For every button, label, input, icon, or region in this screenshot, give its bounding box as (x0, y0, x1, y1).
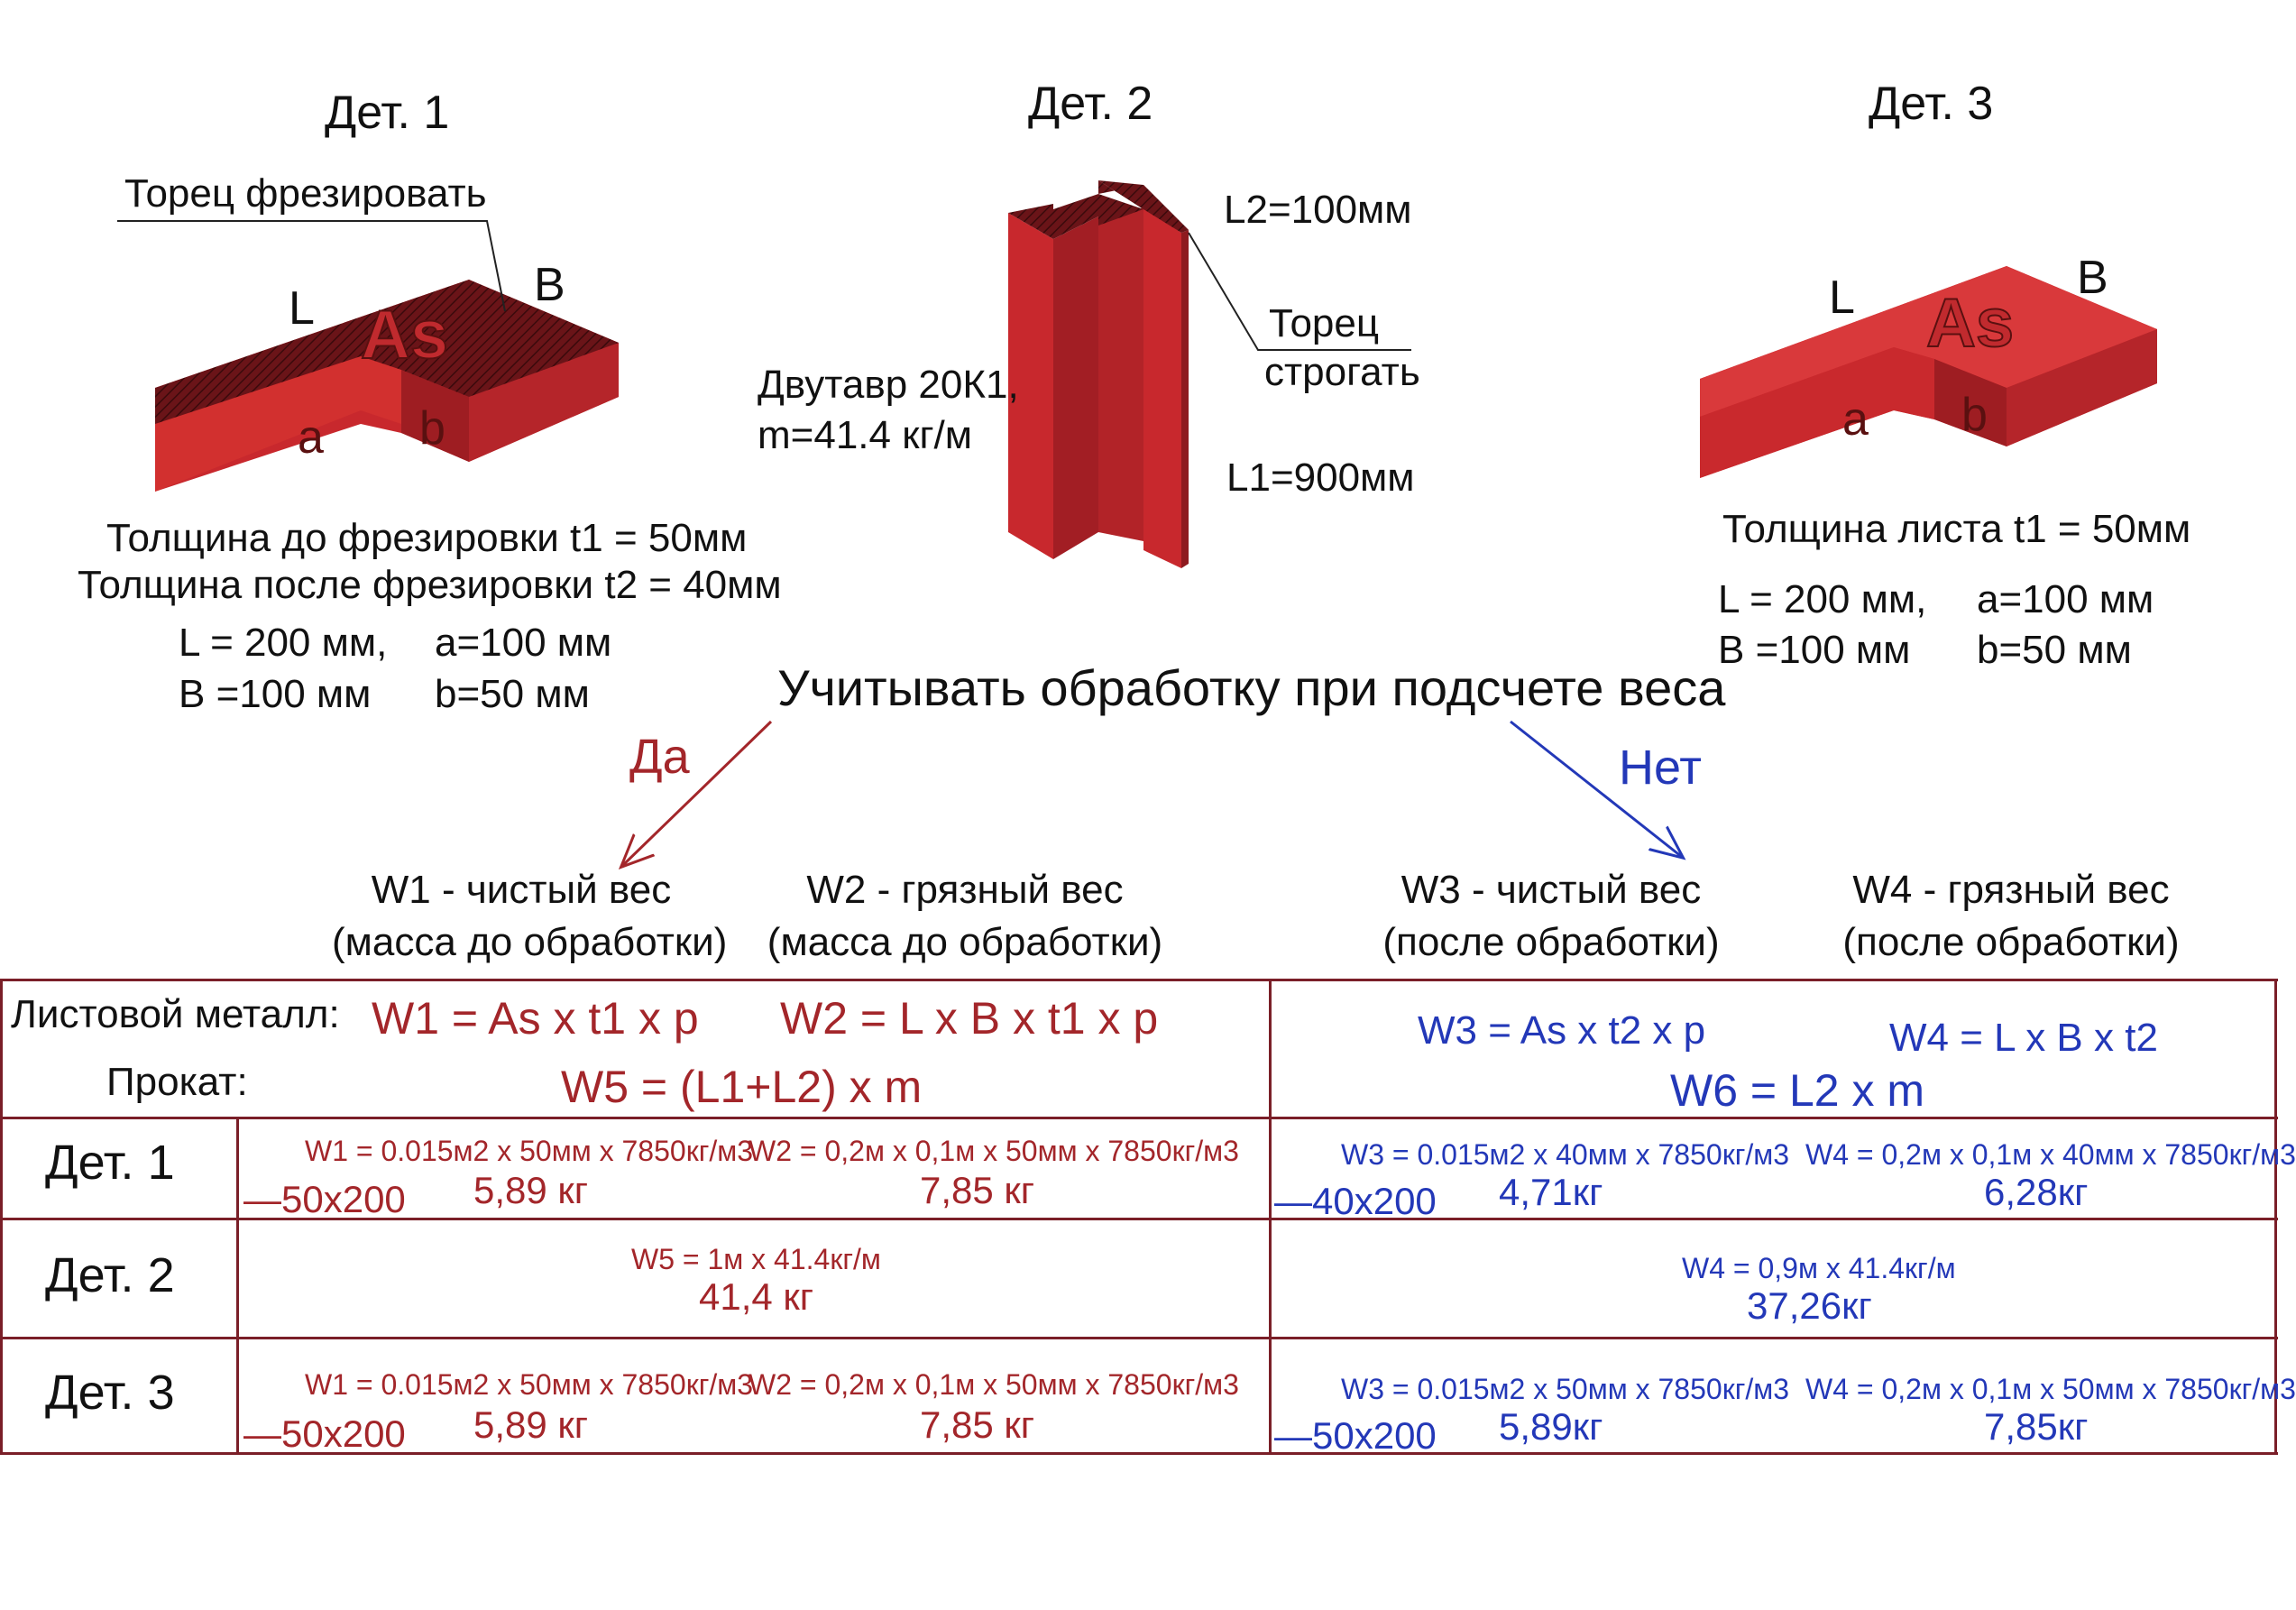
row1-w4-calc: W4 = 0,2м x 0,1м x 40мм x 7850кг/м3 (1805, 1138, 2296, 1171)
part2-beam-name: Двутавр 20К1, (758, 363, 1019, 407)
formula-w2: W2 = L x B x t1 x p (780, 993, 1159, 1044)
part1-plate-shape (117, 220, 619, 492)
w4-note: (после обработки) (1842, 920, 2180, 964)
part1-label-As: As (360, 296, 449, 374)
row1-w1-value: 5,89 кг (473, 1169, 589, 1211)
row1-w3-value: 4,71кг (1499, 1171, 1603, 1213)
row1-w2-value: 7,85 кг (920, 1169, 1035, 1211)
w2-title: W2 - грязный вес (806, 868, 1124, 912)
part3-dim-a: a=100 мм (1977, 577, 2154, 621)
w3-title: W3 - чистый вес (1401, 868, 1702, 912)
part2-title: Дет. 2 (1028, 78, 1153, 130)
w4-title: W4 - грязный вес (1852, 868, 2170, 912)
part3-dim-B: B =100 мм (1718, 628, 1911, 672)
row3-w2-value: 7,85 кг (920, 1403, 1035, 1446)
row1-w4-value: 6,28кг (1984, 1171, 2089, 1213)
row1-w3-calc: W3 = 0.015м2 x 40мм x 7850кг/м3 (1341, 1138, 1790, 1171)
question-text: Учитывать обработку при подсчете веса (777, 659, 1726, 716)
formula-w1: W1 = As x t1 x p (372, 993, 699, 1044)
part1-title: Дет. 1 (325, 87, 450, 139)
row2-w6-calc: W4 = 0,9м x 41.4кг/м (1682, 1252, 1956, 1284)
row3-w2-calc: W2 = 0,2м x 0,1м x 50мм x 7850кг/м3 (748, 1368, 1239, 1401)
row1-section-left: —50x200 (243, 1178, 406, 1220)
sheet-metal-label: Листовой металл: (11, 992, 340, 1036)
row3-w1-calc: W1 = 0.015м2 x 50мм x 7850кг/м3 (305, 1368, 754, 1401)
w1-note: (масса до обработки) (332, 920, 728, 964)
row1-section-right: —40x200 (1274, 1180, 1437, 1222)
row3-w4-value: 7,85кг (1984, 1405, 2089, 1448)
w2-note: (масса до обработки) (767, 920, 1163, 964)
row3-section-right: —50x200 (1274, 1414, 1437, 1457)
part3-title: Дет. 3 (1869, 78, 1994, 130)
part3-label-As: As (1925, 284, 2015, 363)
part1-dim-B: B =100 мм (179, 672, 372, 716)
part3-plate-shape (1700, 266, 2157, 478)
part1-callout: Торец фрезировать (124, 171, 487, 216)
part1-label-b: b (419, 402, 445, 455)
row3-name: Дет. 3 (45, 1366, 175, 1420)
part2-callout-line2: строгать (1264, 350, 1420, 394)
part1-thickness-before: Толщина до фрезировки t1 = 50мм (106, 516, 748, 560)
part1-thickness-after: Толщина после фрезировки t2 = 40мм (78, 563, 782, 607)
part3-dim-b: b=50 мм (1977, 628, 2132, 672)
w1-title: W1 - чистый вес (371, 868, 672, 912)
formula-w4: W4 = L x B x t2 (1889, 1016, 2158, 1060)
row3-w1-value: 5,89 кг (473, 1403, 589, 1446)
part1-dim-L: L = 200 мм, (179, 621, 388, 665)
part2-beam-mass: m=41.4 кг/м (758, 413, 972, 457)
part2-length-L1: L1=900мм (1226, 455, 1415, 500)
row2-w6-value: 37,26кг (1747, 1284, 1872, 1327)
row3-w3-value: 5,89кг (1499, 1405, 1603, 1448)
branch-yes: Да (629, 730, 690, 784)
part3-dim-L: L = 200 мм, (1718, 577, 1927, 621)
part2-callout-line1: Торец (1269, 301, 1380, 345)
formula-w5: W5 = (L1+L2) x m (561, 1062, 923, 1112)
no-arrow (1510, 720, 1682, 857)
rolled-metal-label: Прокат: (106, 1060, 248, 1104)
row1-w2-calc: W2 = 0,2м x 0,1м x 50мм x 7850кг/м3 (748, 1135, 1239, 1167)
part3-label-b: b (1961, 389, 1988, 441)
part3-label-B: B (2077, 252, 2108, 304)
w3-note: (после обработки) (1382, 920, 1720, 964)
yes-arrow (622, 720, 773, 866)
part1-dim-b: b=50 мм (435, 672, 590, 716)
row3-w4-calc: W4 = 0,2м x 0,1м x 50мм x 7850кг/м3 (1805, 1373, 2296, 1405)
row1-w1-calc: W1 = 0.015м2 x 50мм x 7850кг/м3 (305, 1135, 754, 1167)
row3-section-left: —50x200 (243, 1412, 406, 1455)
part2-length-L2: L2=100мм (1224, 188, 1412, 232)
part3-label-L: L (1829, 271, 1855, 324)
branch-no: Нет (1619, 741, 1702, 795)
part3-thickness: Толщина листа t1 = 50мм (1722, 507, 2191, 551)
formula-w6: W6 = L2 x m (1670, 1065, 1925, 1116)
part2-beam-shape (1008, 180, 1411, 568)
part1-label-a: a (298, 411, 324, 464)
part1-label-L: L (289, 282, 315, 335)
part1-label-B: B (534, 259, 565, 311)
part3-label-a: a (1842, 393, 1869, 446)
part1-dim-a: a=100 мм (435, 621, 612, 665)
row2-w5-calc: W5 = 1м x 41.4кг/м (631, 1243, 881, 1275)
formula-w3: W3 = As x t2 x p (1418, 1008, 1706, 1053)
row1-name: Дет. 1 (45, 1136, 175, 1190)
row3-w3-calc: W3 = 0.015м2 x 50мм x 7850кг/м3 (1341, 1373, 1790, 1405)
row2-w5-value: 41,4 кг (699, 1275, 814, 1318)
row2-name: Дет. 2 (45, 1248, 175, 1302)
